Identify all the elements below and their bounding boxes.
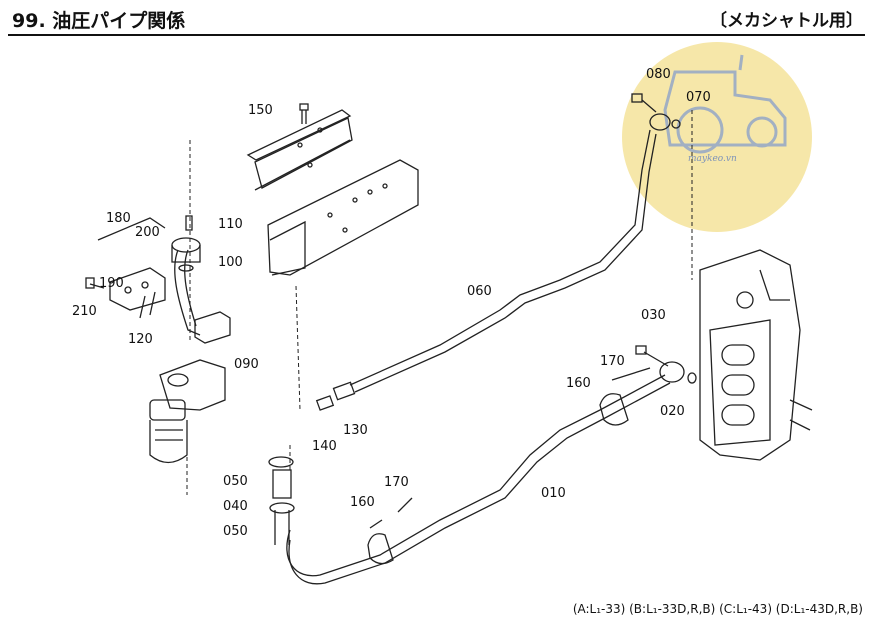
- callout-210: 210: [72, 304, 97, 319]
- title-underline: [8, 34, 865, 36]
- hose-040-050: [268, 456, 295, 545]
- page-subtitle: 〔メカシャトル用〕: [710, 11, 863, 31]
- clamp-160-upper: [599, 367, 651, 426]
- callout-190: 190: [99, 276, 124, 291]
- callout-080: 080: [646, 67, 671, 82]
- fitting-130: [315, 381, 356, 411]
- callout-070: 070: [686, 90, 711, 105]
- fitting-080-070: [631, 93, 681, 131]
- callout-010: 010: [541, 486, 566, 501]
- callout-170-lower: 170: [384, 475, 409, 490]
- connector-block-090: [194, 311, 231, 344]
- callout-110: 110: [218, 217, 243, 232]
- transmission-housing: [699, 249, 813, 461]
- watermark-text: maykeo.vn: [688, 154, 737, 164]
- fitting-030-020: [635, 345, 697, 384]
- clamp-160-lower: [367, 497, 413, 565]
- callout-180: 180: [106, 211, 131, 226]
- callout-170-upper: 170: [600, 354, 625, 369]
- pipe-060: [349, 129, 657, 393]
- callout-100: 100: [218, 255, 243, 270]
- callout-140: 140: [312, 439, 337, 454]
- bracket-assembly: [85, 217, 166, 319]
- pipe-010: [286, 374, 671, 585]
- page-title: 99. 油圧パイプ関係: [12, 10, 186, 32]
- callout-120: 120: [128, 332, 153, 347]
- frame-plate-upper: [246, 109, 353, 191]
- valve-body: [149, 359, 226, 464]
- callout-090: 090: [234, 357, 259, 372]
- callout-060: 060: [467, 284, 492, 299]
- callout-130: 130: [343, 423, 368, 438]
- callout-020: 020: [660, 404, 685, 419]
- callout-150: 150: [248, 103, 273, 118]
- callout-050-bottom: 050: [223, 524, 248, 539]
- bolt-150: [299, 103, 309, 124]
- callout-160-upper: 160: [566, 376, 591, 391]
- tube-pipe-top: [171, 215, 201, 336]
- tractor-icon: [663, 54, 787, 154]
- callout-160-lower: 160: [350, 495, 375, 510]
- callout-040: 040: [223, 499, 248, 514]
- callout-200: 200: [135, 225, 160, 240]
- watermark-badge: [622, 42, 812, 232]
- model-applicability-footer: (A:L₁-33) (B:L₁-33D,R,B) (C:L₁-43) (D:L₁…: [572, 602, 863, 616]
- callout-030: 030: [641, 308, 666, 323]
- frame-plate-lower: [267, 159, 419, 276]
- callout-050-top: 050: [223, 474, 248, 489]
